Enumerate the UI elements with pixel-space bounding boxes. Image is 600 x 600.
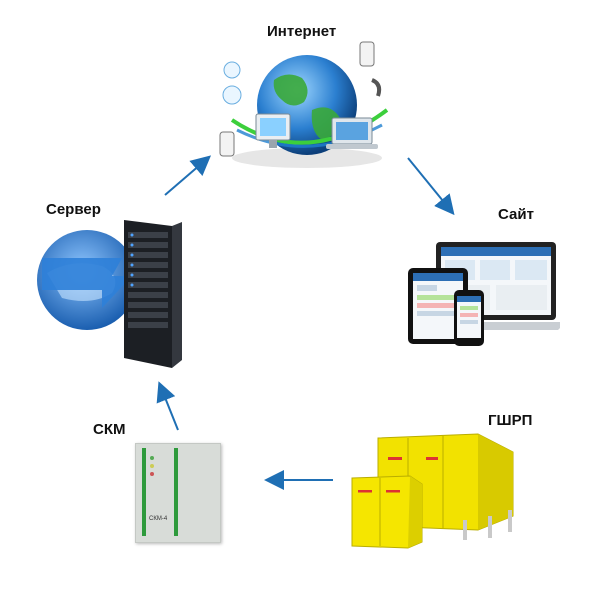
skm-led-1 <box>150 456 154 460</box>
skm-label: СКМ <box>93 421 126 438</box>
site-label: Сайт <box>498 206 534 223</box>
skm-green-stripe-left <box>142 448 146 536</box>
gshrp-label: ГШРП <box>488 412 533 429</box>
skm-led-2 <box>150 464 154 468</box>
skm-led-3 <box>150 472 154 476</box>
gas-cabinet-icon <box>351 433 514 549</box>
arrow-server-to-internet <box>164 155 212 196</box>
devices-dashboard-icon <box>408 242 560 346</box>
controller-box-icon: СКМ-4 <box>135 443 221 543</box>
server-rack-globe-icon <box>37 220 182 368</box>
globe-with-devices-icon <box>219 41 389 168</box>
skm-green-stripe-right <box>174 448 178 536</box>
internet-label: Интернет <box>267 23 337 40</box>
arrow-internet-to-site <box>407 157 455 216</box>
arrow-skm-to-server <box>156 381 179 431</box>
skm-device-text: СКМ-4 <box>149 516 168 522</box>
server-label: Сервер <box>46 201 101 218</box>
